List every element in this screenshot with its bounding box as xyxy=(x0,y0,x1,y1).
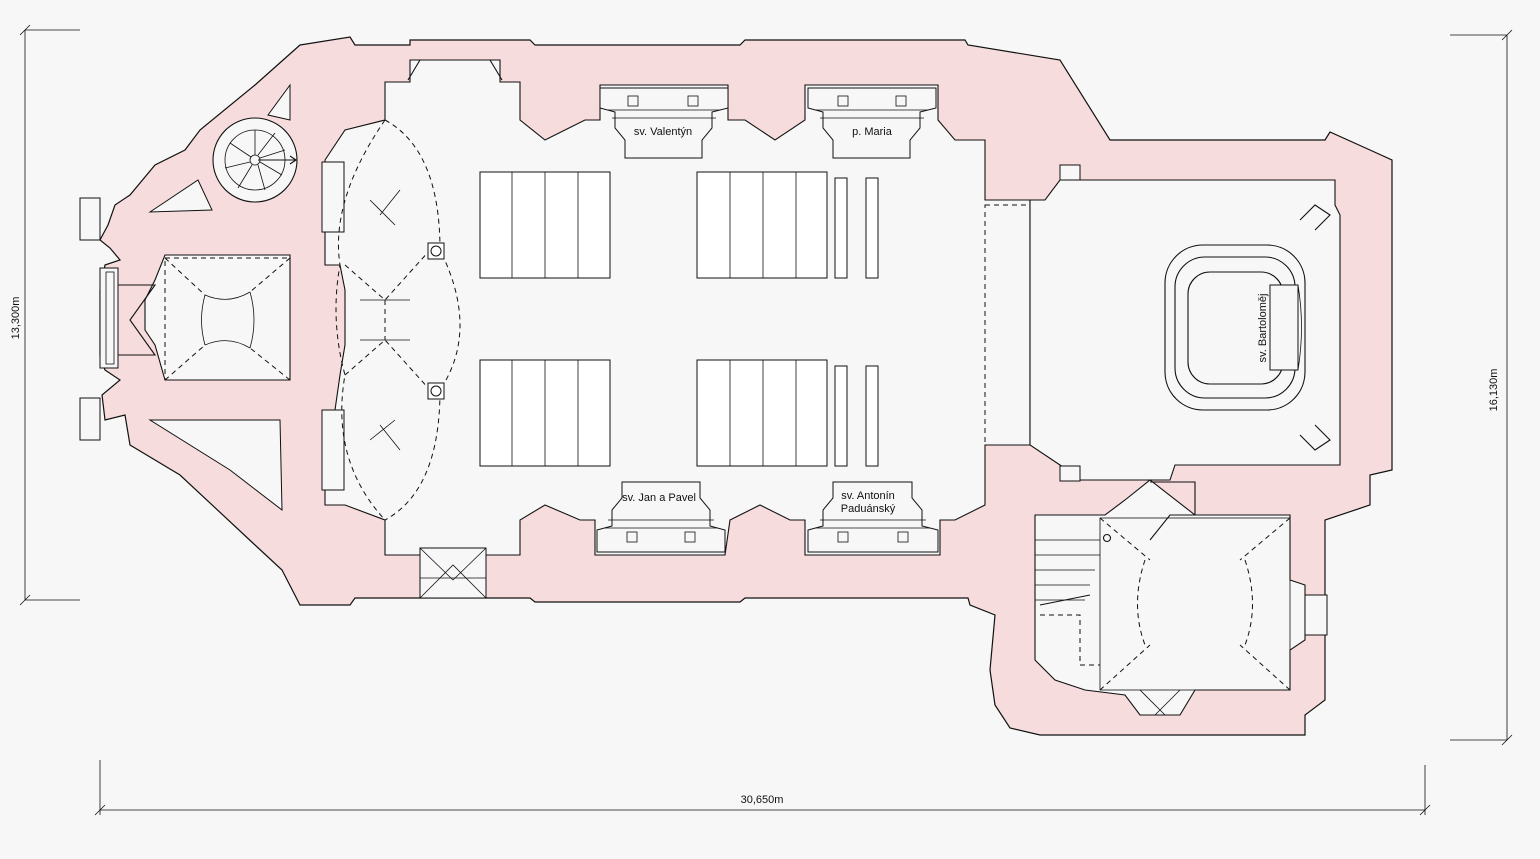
column-icon xyxy=(427,242,445,260)
label-sv-valentyn: sv. Valentýn xyxy=(634,126,692,138)
niche-nave-south xyxy=(321,409,345,491)
north-entrance xyxy=(407,59,503,81)
pew-block-sw xyxy=(479,359,611,467)
column-icon xyxy=(427,382,445,400)
pew-block-se xyxy=(696,359,879,467)
choir-vault xyxy=(335,119,461,521)
niche-west-south xyxy=(79,397,101,441)
sacristy-vault xyxy=(1099,517,1328,716)
south-entrance xyxy=(419,547,487,599)
void-north xyxy=(148,179,213,213)
niche-nave-north xyxy=(321,161,345,233)
altar-north-2 xyxy=(807,87,937,159)
label-sv-jan-a-pavel: sv. Jan a Pavel xyxy=(622,492,696,504)
pew-block-nw xyxy=(479,171,611,279)
side-altars xyxy=(596,87,939,553)
choir-columns xyxy=(427,242,445,400)
label-paduansky: Paduánský xyxy=(841,503,896,515)
triumphal-arch xyxy=(984,204,1031,446)
dim-width-total: 30,650m xyxy=(741,794,784,806)
pew-block-ne xyxy=(696,171,879,279)
spiral-stair-treads xyxy=(224,129,297,191)
pews xyxy=(479,171,879,467)
altar-north-1 xyxy=(599,87,729,159)
altar-south-2 xyxy=(807,481,939,553)
void-south xyxy=(148,419,283,512)
label-p-maria: p. Maria xyxy=(852,126,893,138)
dim-height-left: 13,300m xyxy=(10,297,22,340)
altar-south-1 xyxy=(596,481,726,553)
label-sv-antonin: sv. Antonín xyxy=(841,490,895,502)
chapel-labels: sv. Valentýn p. Maria sv. Jan a Pavel sv… xyxy=(622,126,1269,515)
west-entrance xyxy=(99,267,157,369)
main-altar xyxy=(1059,164,1331,482)
dimension-lines: 13,300m 16,130m 30,650m xyxy=(10,24,1513,816)
porch xyxy=(144,254,291,381)
dim-height-right: 16,130m xyxy=(1488,369,1500,412)
niche-west-north xyxy=(79,197,101,241)
void-north-2 xyxy=(267,83,291,121)
sacristy-stairs xyxy=(1035,481,1196,666)
porch-vault xyxy=(164,257,291,381)
label-sv-bartolomej: sv. Bartoloměj xyxy=(1257,294,1269,363)
